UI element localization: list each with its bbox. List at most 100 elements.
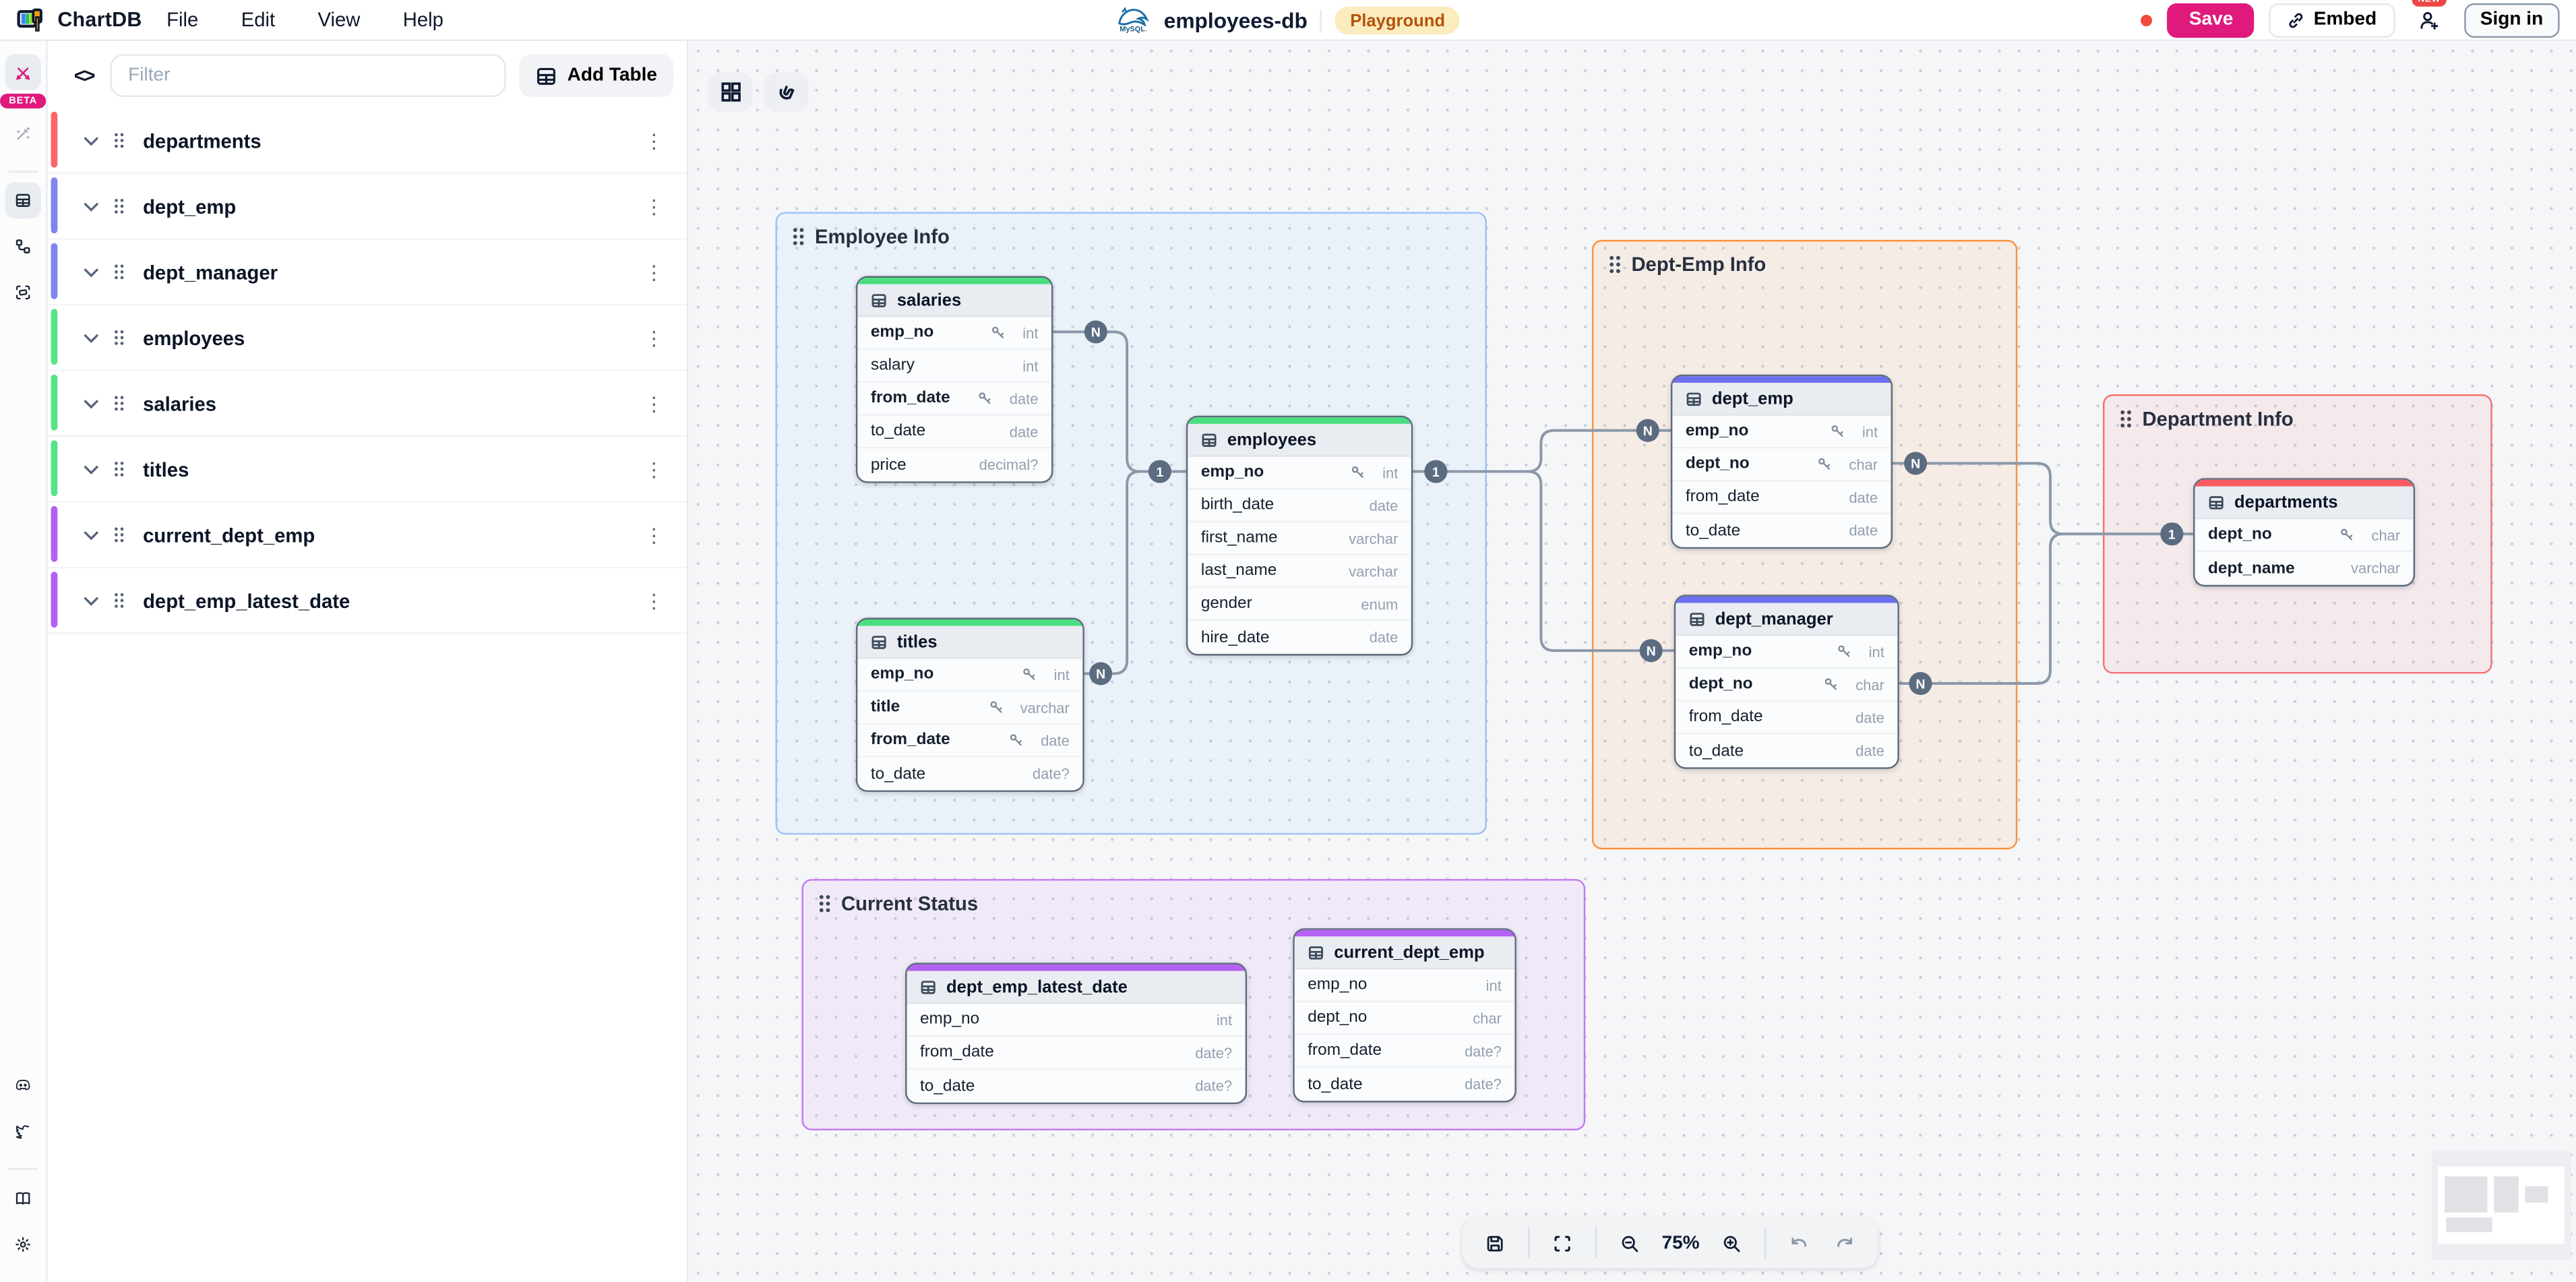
field-row[interactable]: emp_noint bbox=[1188, 457, 1411, 490]
areas-panel-icon[interactable] bbox=[5, 274, 41, 311]
table-card-current_dept_emp[interactable]: current_dept_empemp_nointdept_nocharfrom… bbox=[1293, 928, 1516, 1102]
drag-handle-icon[interactable] bbox=[818, 894, 832, 913]
field-row[interactable]: to_datedate? bbox=[907, 1070, 1246, 1103]
table-menu-icon[interactable]: ⋮ bbox=[638, 196, 671, 216]
zoom-out-button[interactable] bbox=[1610, 1223, 1650, 1263]
fit-view-button[interactable] bbox=[1543, 1223, 1583, 1263]
field-row[interactable]: from_datedate bbox=[857, 383, 1051, 416]
settings-gear-icon[interactable] bbox=[5, 1225, 41, 1262]
sidebar-table-row[interactable]: dept_emp⋮ bbox=[48, 174, 687, 240]
diagram-editor-icon[interactable] bbox=[5, 54, 41, 90]
drag-handle-icon[interactable] bbox=[1608, 255, 1622, 274]
field-row[interactable]: from_datedate? bbox=[1295, 1035, 1515, 1068]
sidebar-table-row[interactable]: employees⋮ bbox=[48, 305, 687, 371]
table-card-header[interactable]: employees bbox=[1188, 424, 1411, 457]
table-card-titles[interactable]: titlesemp_nointtitlevarcharfrom_datedate… bbox=[856, 618, 1084, 792]
drag-handle-icon[interactable] bbox=[113, 329, 125, 347]
field-row[interactable]: from_datedate bbox=[1672, 481, 1891, 514]
field-row[interactable]: from_datedate bbox=[857, 725, 1082, 758]
table-menu-icon[interactable]: ⋮ bbox=[638, 459, 671, 479]
table-card-dept_manager[interactable]: dept_manageremp_nointdept_nocharfrom_dat… bbox=[1674, 594, 1899, 768]
field-row[interactable]: to_datedate bbox=[857, 416, 1051, 449]
table-card-header[interactable]: departments bbox=[2195, 487, 2414, 520]
diagram-canvas[interactable]: Employee InfoDept-Emp InfoDepartment Inf… bbox=[688, 41, 2576, 1281]
drag-handle-icon[interactable] bbox=[113, 592, 125, 610]
sidebar-table-row[interactable]: salaries⋮ bbox=[48, 371, 687, 437]
field-row[interactable]: dept_nochar bbox=[1676, 669, 1897, 702]
table-card-header[interactable]: salaries bbox=[857, 284, 1051, 317]
field-row[interactable]: dept_namevarchar bbox=[2195, 552, 2414, 585]
field-row[interactable]: hire_datedate bbox=[1188, 621, 1411, 654]
table-card-header[interactable]: dept_emp bbox=[1672, 383, 1891, 416]
field-row[interactable]: dept_nochar bbox=[2195, 519, 2414, 552]
table-menu-icon[interactable]: ⋮ bbox=[638, 590, 671, 610]
table-card-departments[interactable]: departmentsdept_nochardept_namevarchar bbox=[2193, 478, 2415, 586]
drag-handle-icon[interactable] bbox=[2119, 409, 2133, 429]
field-row[interactable]: to_datedate? bbox=[857, 758, 1082, 791]
drag-handle-icon[interactable] bbox=[113, 526, 125, 544]
table-menu-icon[interactable]: ⋮ bbox=[638, 262, 671, 282]
save-button[interactable]: Save bbox=[2168, 3, 2255, 37]
sidebar-table-row[interactable]: current_dept_emp⋮ bbox=[48, 503, 687, 569]
code-view-toggle[interactable]: <> bbox=[71, 64, 97, 87]
relationships-panel-icon[interactable] bbox=[5, 228, 41, 265]
sidebar-table-row[interactable]: titles⋮ bbox=[48, 437, 687, 503]
chevron-down-icon[interactable] bbox=[84, 202, 98, 212]
chevron-down-icon[interactable] bbox=[84, 267, 98, 277]
table-card-employees[interactable]: employeesemp_nointbirth_datedatefirst_na… bbox=[1186, 416, 1413, 656]
field-row[interactable]: dept_nochar bbox=[1672, 448, 1891, 481]
table-card-header[interactable]: current_dept_emp bbox=[1295, 936, 1515, 969]
docs-book-icon[interactable] bbox=[5, 1180, 41, 1216]
field-row[interactable]: emp_noint bbox=[1295, 969, 1515, 1002]
discord-icon[interactable] bbox=[5, 1066, 41, 1103]
field-row[interactable]: emp_noint bbox=[1676, 636, 1897, 669]
drag-handle-icon[interactable] bbox=[113, 460, 125, 479]
menu-help[interactable]: Help bbox=[385, 3, 462, 36]
drag-handle-icon[interactable] bbox=[113, 197, 125, 216]
invite-user-button[interactable]: NEW bbox=[2410, 0, 2449, 40]
menu-file[interactable]: File bbox=[148, 3, 216, 36]
field-row[interactable]: emp_noint bbox=[907, 1004, 1246, 1037]
zoom-level[interactable]: 75% bbox=[1656, 1233, 1705, 1252]
field-row[interactable]: to_datedate bbox=[1676, 735, 1897, 768]
field-row[interactable]: dept_nochar bbox=[1295, 1002, 1515, 1035]
drag-handle-icon[interactable] bbox=[113, 263, 125, 281]
table-card-header[interactable]: dept_manager bbox=[1676, 603, 1897, 636]
table-card-dept_emp_latest_date[interactable]: dept_emp_latest_dateemp_nointfrom_dateda… bbox=[905, 963, 1247, 1104]
drag-handle-icon[interactable] bbox=[113, 131, 125, 150]
table-card-header[interactable]: dept_emp_latest_date bbox=[907, 971, 1246, 1004]
field-row[interactable]: genderenum bbox=[1188, 588, 1411, 621]
sign-in-button[interactable]: Sign in bbox=[2463, 3, 2559, 37]
redo-button[interactable] bbox=[1825, 1223, 1865, 1263]
zoom-in-button[interactable] bbox=[1712, 1223, 1752, 1263]
twitter-icon[interactable] bbox=[5, 1112, 41, 1149]
sidebar-table-row[interactable]: departments⋮ bbox=[48, 109, 687, 175]
field-row[interactable]: from_datedate bbox=[1676, 702, 1897, 735]
field-row[interactable]: emp_noint bbox=[1672, 416, 1891, 449]
chevron-down-icon[interactable] bbox=[84, 333, 98, 343]
field-row[interactable]: titlevarchar bbox=[857, 692, 1082, 725]
undo-button[interactable] bbox=[1779, 1223, 1819, 1263]
drag-handle-icon[interactable] bbox=[792, 226, 805, 246]
field-row[interactable]: emp_noint bbox=[857, 317, 1051, 350]
save-diagram-icon[interactable] bbox=[1475, 1223, 1515, 1263]
field-row[interactable]: to_datedate bbox=[1672, 514, 1891, 547]
table-menu-icon[interactable]: ⋮ bbox=[638, 525, 671, 545]
layout-grid-button[interactable] bbox=[708, 72, 753, 112]
table-menu-icon[interactable]: ⋮ bbox=[638, 131, 671, 150]
field-row[interactable]: pricedecimal? bbox=[857, 448, 1051, 481]
add-table-button[interactable]: Add Table bbox=[520, 54, 673, 96]
database-name[interactable]: employees-db bbox=[1164, 8, 1308, 33]
chevron-down-icon[interactable] bbox=[84, 135, 98, 146]
table-card-salaries[interactable]: salariesemp_nointsalaryintfrom_datedatet… bbox=[856, 276, 1053, 483]
tables-panel-icon[interactable] bbox=[5, 183, 41, 219]
field-row[interactable]: birth_datedate bbox=[1188, 489, 1411, 522]
menu-edit[interactable]: Edit bbox=[223, 3, 293, 36]
embed-button[interactable]: Embed bbox=[2269, 3, 2395, 37]
field-row[interactable]: from_datedate? bbox=[907, 1037, 1246, 1070]
chevron-down-icon[interactable] bbox=[84, 596, 98, 606]
table-menu-icon[interactable]: ⋮ bbox=[638, 394, 671, 413]
menu-view[interactable]: View bbox=[300, 3, 379, 36]
table-menu-icon[interactable]: ⋮ bbox=[638, 328, 671, 347]
chevron-down-icon[interactable] bbox=[84, 398, 98, 408]
